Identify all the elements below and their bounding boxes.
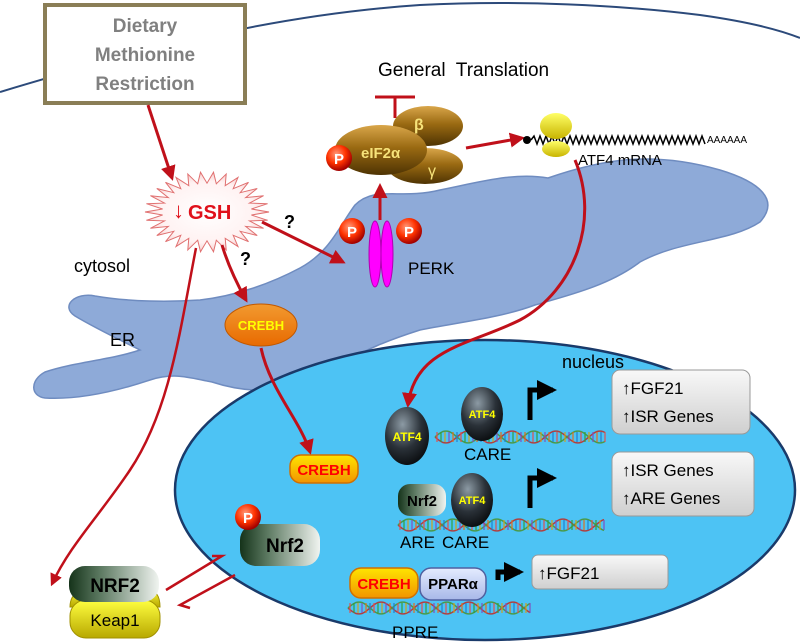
crebh-ppre-label: CREBH bbox=[357, 576, 410, 593]
eif2-beta: β bbox=[414, 117, 424, 134]
question-mark-crebh: ? bbox=[240, 249, 251, 269]
gene-box-2: ↑ISR Genes ↑ARE Genes bbox=[611, 451, 755, 517]
question-mark-perk: ? bbox=[284, 212, 295, 232]
nrf2-keap1-label: NRF2 bbox=[90, 576, 140, 597]
nrf2-are-label: Nrf2 bbox=[407, 493, 437, 510]
arrow-diet-to-gsh bbox=[146, 104, 176, 181]
cytosol-label: cytosol bbox=[74, 256, 130, 276]
nucleus-label: nucleus bbox=[562, 352, 624, 372]
atf4-care-1: ATF4 bbox=[461, 387, 503, 441]
equilibrium-forward bbox=[165, 554, 227, 592]
arrow-eif2-to-atf4-mrna bbox=[465, 132, 525, 150]
atf4-free: ATF4 bbox=[385, 407, 429, 465]
ribosome-large-subunit bbox=[540, 113, 572, 139]
crebh-er-label: CREBH bbox=[238, 318, 284, 333]
nrf2-are: Nrf2 bbox=[398, 484, 446, 516]
dna-strands bbox=[347, 430, 606, 615]
arrow-atf4-mrna-to-nucleus bbox=[402, 159, 587, 408]
eif2-alpha: eIF2α bbox=[361, 145, 401, 162]
perk-phospho-right-label: P bbox=[404, 224, 414, 241]
perk-phospho-left: P bbox=[339, 218, 365, 244]
general-translation-label: General Translation bbox=[378, 60, 549, 81]
equilibrium-reverse bbox=[176, 573, 236, 610]
gene-box-2-line-2: ↑ARE Genes bbox=[622, 489, 720, 508]
nrf2-phospho-free: Nrf2 P bbox=[235, 504, 320, 566]
crebh-nucleus-label: CREBH bbox=[297, 462, 350, 479]
perk-dimer: PERK bbox=[368, 220, 455, 288]
gene-box-3-line-1: ↑FGF21 bbox=[538, 564, 599, 583]
dna-strand bbox=[347, 601, 531, 615]
dietary-line-1: Dietary bbox=[113, 16, 178, 37]
arrow-gsh-to-nrf2 bbox=[50, 247, 198, 587]
er-label: ER bbox=[110, 330, 135, 350]
nrf2-phospho-label: P bbox=[243, 510, 253, 527]
nrf2-free-label: Nrf2 bbox=[266, 536, 304, 557]
eif2-complex: β γ eIF2α bbox=[335, 106, 463, 184]
eif2-gamma: γ bbox=[428, 163, 436, 180]
atf4-mrna: AAAAAA ATF4 mRNA bbox=[523, 113, 747, 169]
atf4-free-label: ATF4 bbox=[392, 430, 421, 444]
arrow-gsh-to-perk bbox=[261, 220, 346, 264]
poly-a-tail: AAAAAA bbox=[707, 135, 747, 146]
arrow-gsh-to-crebh bbox=[220, 244, 248, 303]
dietary-line-3: Restriction bbox=[95, 74, 194, 95]
gene-box-1-line-1: ↑FGF21 bbox=[622, 379, 683, 398]
atf4-mrna-label: ATF4 mRNA bbox=[578, 152, 662, 169]
care-label-2: CARE bbox=[442, 533, 489, 552]
dna-strand bbox=[397, 518, 605, 532]
keap1-label: Keap1 bbox=[90, 611, 139, 630]
are-label: ARE bbox=[400, 533, 435, 552]
gene-box-1-line-2: ↑ISR Genes bbox=[622, 407, 714, 426]
atf4-care-2-label: ATF4 bbox=[459, 495, 487, 507]
gsh-burst: ↓ GSH bbox=[144, 170, 270, 254]
gsh-label: GSH bbox=[188, 202, 231, 224]
dietary-line-2: Methionine bbox=[95, 45, 195, 66]
dna-strand bbox=[397, 518, 605, 532]
perk-phospho-left-label: P bbox=[347, 224, 357, 241]
ribosome-small-subunit bbox=[542, 141, 570, 157]
perk-phospho-right: P bbox=[396, 218, 422, 244]
dna-strand bbox=[434, 430, 606, 444]
nrf2-keap1-complex: Keap1 NRF2 bbox=[69, 566, 161, 639]
transcription-arrow-3 bbox=[495, 562, 524, 582]
atf4-care-1-label: ATF4 bbox=[469, 409, 497, 421]
transcription-arrow-2 bbox=[527, 468, 557, 508]
care-label-1: CARE bbox=[464, 445, 511, 464]
eif2-phospho: P bbox=[326, 145, 352, 171]
atf4-care-2: ATF4 bbox=[451, 473, 493, 527]
crebh-ppre: CREBH bbox=[349, 567, 419, 599]
crebh-er: CREBH bbox=[224, 303, 298, 347]
ppara: PPARα bbox=[419, 567, 487, 601]
gsh-down-arrow: ↓ bbox=[173, 198, 184, 223]
dna-strand bbox=[434, 430, 606, 444]
ppre-label: PPRE bbox=[392, 623, 438, 642]
dietary-methionine-restriction-box: Dietary Methionine Restriction bbox=[43, 3, 247, 105]
gene-box-2-line-1: ↑ISR Genes bbox=[622, 461, 714, 480]
arrow-crebh-to-nucleus bbox=[259, 347, 314, 455]
gene-box-3: ↑FGF21 bbox=[531, 554, 669, 590]
crebh-nucleus: CREBH bbox=[289, 454, 359, 484]
gene-box-1: ↑FGF21 ↑ISR Genes bbox=[611, 369, 751, 435]
perk-label: PERK bbox=[408, 259, 455, 278]
transcription-arrow-1 bbox=[527, 380, 557, 420]
dna-strand bbox=[347, 601, 531, 615]
eif2-phospho-label: P bbox=[334, 151, 344, 168]
ppara-label: PPARα bbox=[428, 576, 479, 593]
